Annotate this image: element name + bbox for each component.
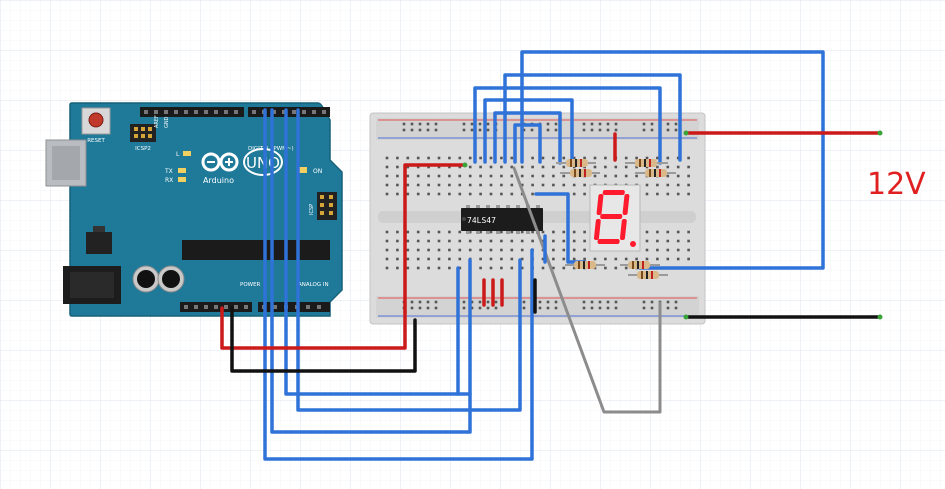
- aref-label: AREF: [154, 115, 160, 128]
- tx-label: TX: [164, 168, 173, 175]
- reset-label: RESET: [87, 138, 105, 144]
- blue-wire-11: [513, 123, 542, 164]
- on-label: ON: [313, 168, 322, 175]
- blue-wire-7: [483, 98, 574, 165]
- blue-wire-10: [520, 50, 825, 270]
- blue-wire-6: [473, 86, 662, 165]
- digital-header-left: [140, 107, 244, 117]
- resistors: [556, 159, 676, 279]
- gray-wire: [512, 166, 662, 414]
- black-wire-gnd: [230, 306, 417, 373]
- red-wire-5v: [220, 306, 407, 350]
- brand-label: Arduino: [203, 176, 234, 185]
- analog-label: ANALOG IN: [298, 282, 329, 288]
- digital-header-right: [248, 107, 330, 117]
- icsp-label: ICSP: [309, 204, 315, 215]
- power-label: POWER: [240, 282, 261, 288]
- voltage-annotation: 12V: [867, 167, 926, 202]
- analog-header: [258, 302, 330, 312]
- resistor-2: [560, 169, 600, 177]
- decoder-chip: 74LS47: [461, 205, 543, 234]
- wire-endpoints: [462, 130, 883, 320]
- red-wire-rail: [403, 163, 467, 314]
- seven-segment-display: 8.: [589, 184, 641, 252]
- blue-wire-4: [296, 108, 522, 412]
- uno-badge: [243, 148, 283, 176]
- atmega-chip: [182, 240, 330, 260]
- blue-wire-3: [284, 108, 472, 396]
- blue-wire-2: [270, 108, 472, 434]
- model-label: UNO: [246, 154, 280, 172]
- display-digit: 8.: [615, 249, 617, 251]
- infinity-logo-icon: [201, 152, 239, 172]
- blue-wire-8: [493, 111, 562, 165]
- resistor-6: [620, 261, 660, 269]
- resistor-1: [556, 159, 596, 167]
- capacitors: [132, 265, 185, 293]
- arduino-uno-board: RESET ICSP2 AREF GND DIGITAL (PWM~) L TX…: [45, 102, 343, 317]
- resistor-5: [565, 261, 605, 269]
- blue-wire-1: [263, 108, 534, 461]
- icsp-header: [317, 192, 337, 220]
- l-label: L: [176, 151, 180, 158]
- icsp2-header: [130, 124, 156, 142]
- resistor-4: [635, 169, 676, 177]
- blue-wire-9: [503, 73, 682, 164]
- resistor-7: [628, 271, 668, 279]
- rx-label: RX: [165, 177, 173, 184]
- voltage-regulator: [86, 232, 112, 254]
- icsp2-label: ICSP2: [135, 146, 151, 152]
- chip-label: 74LS47: [467, 216, 496, 225]
- resistor-3: [625, 159, 668, 167]
- gnd-label: GND: [164, 116, 170, 128]
